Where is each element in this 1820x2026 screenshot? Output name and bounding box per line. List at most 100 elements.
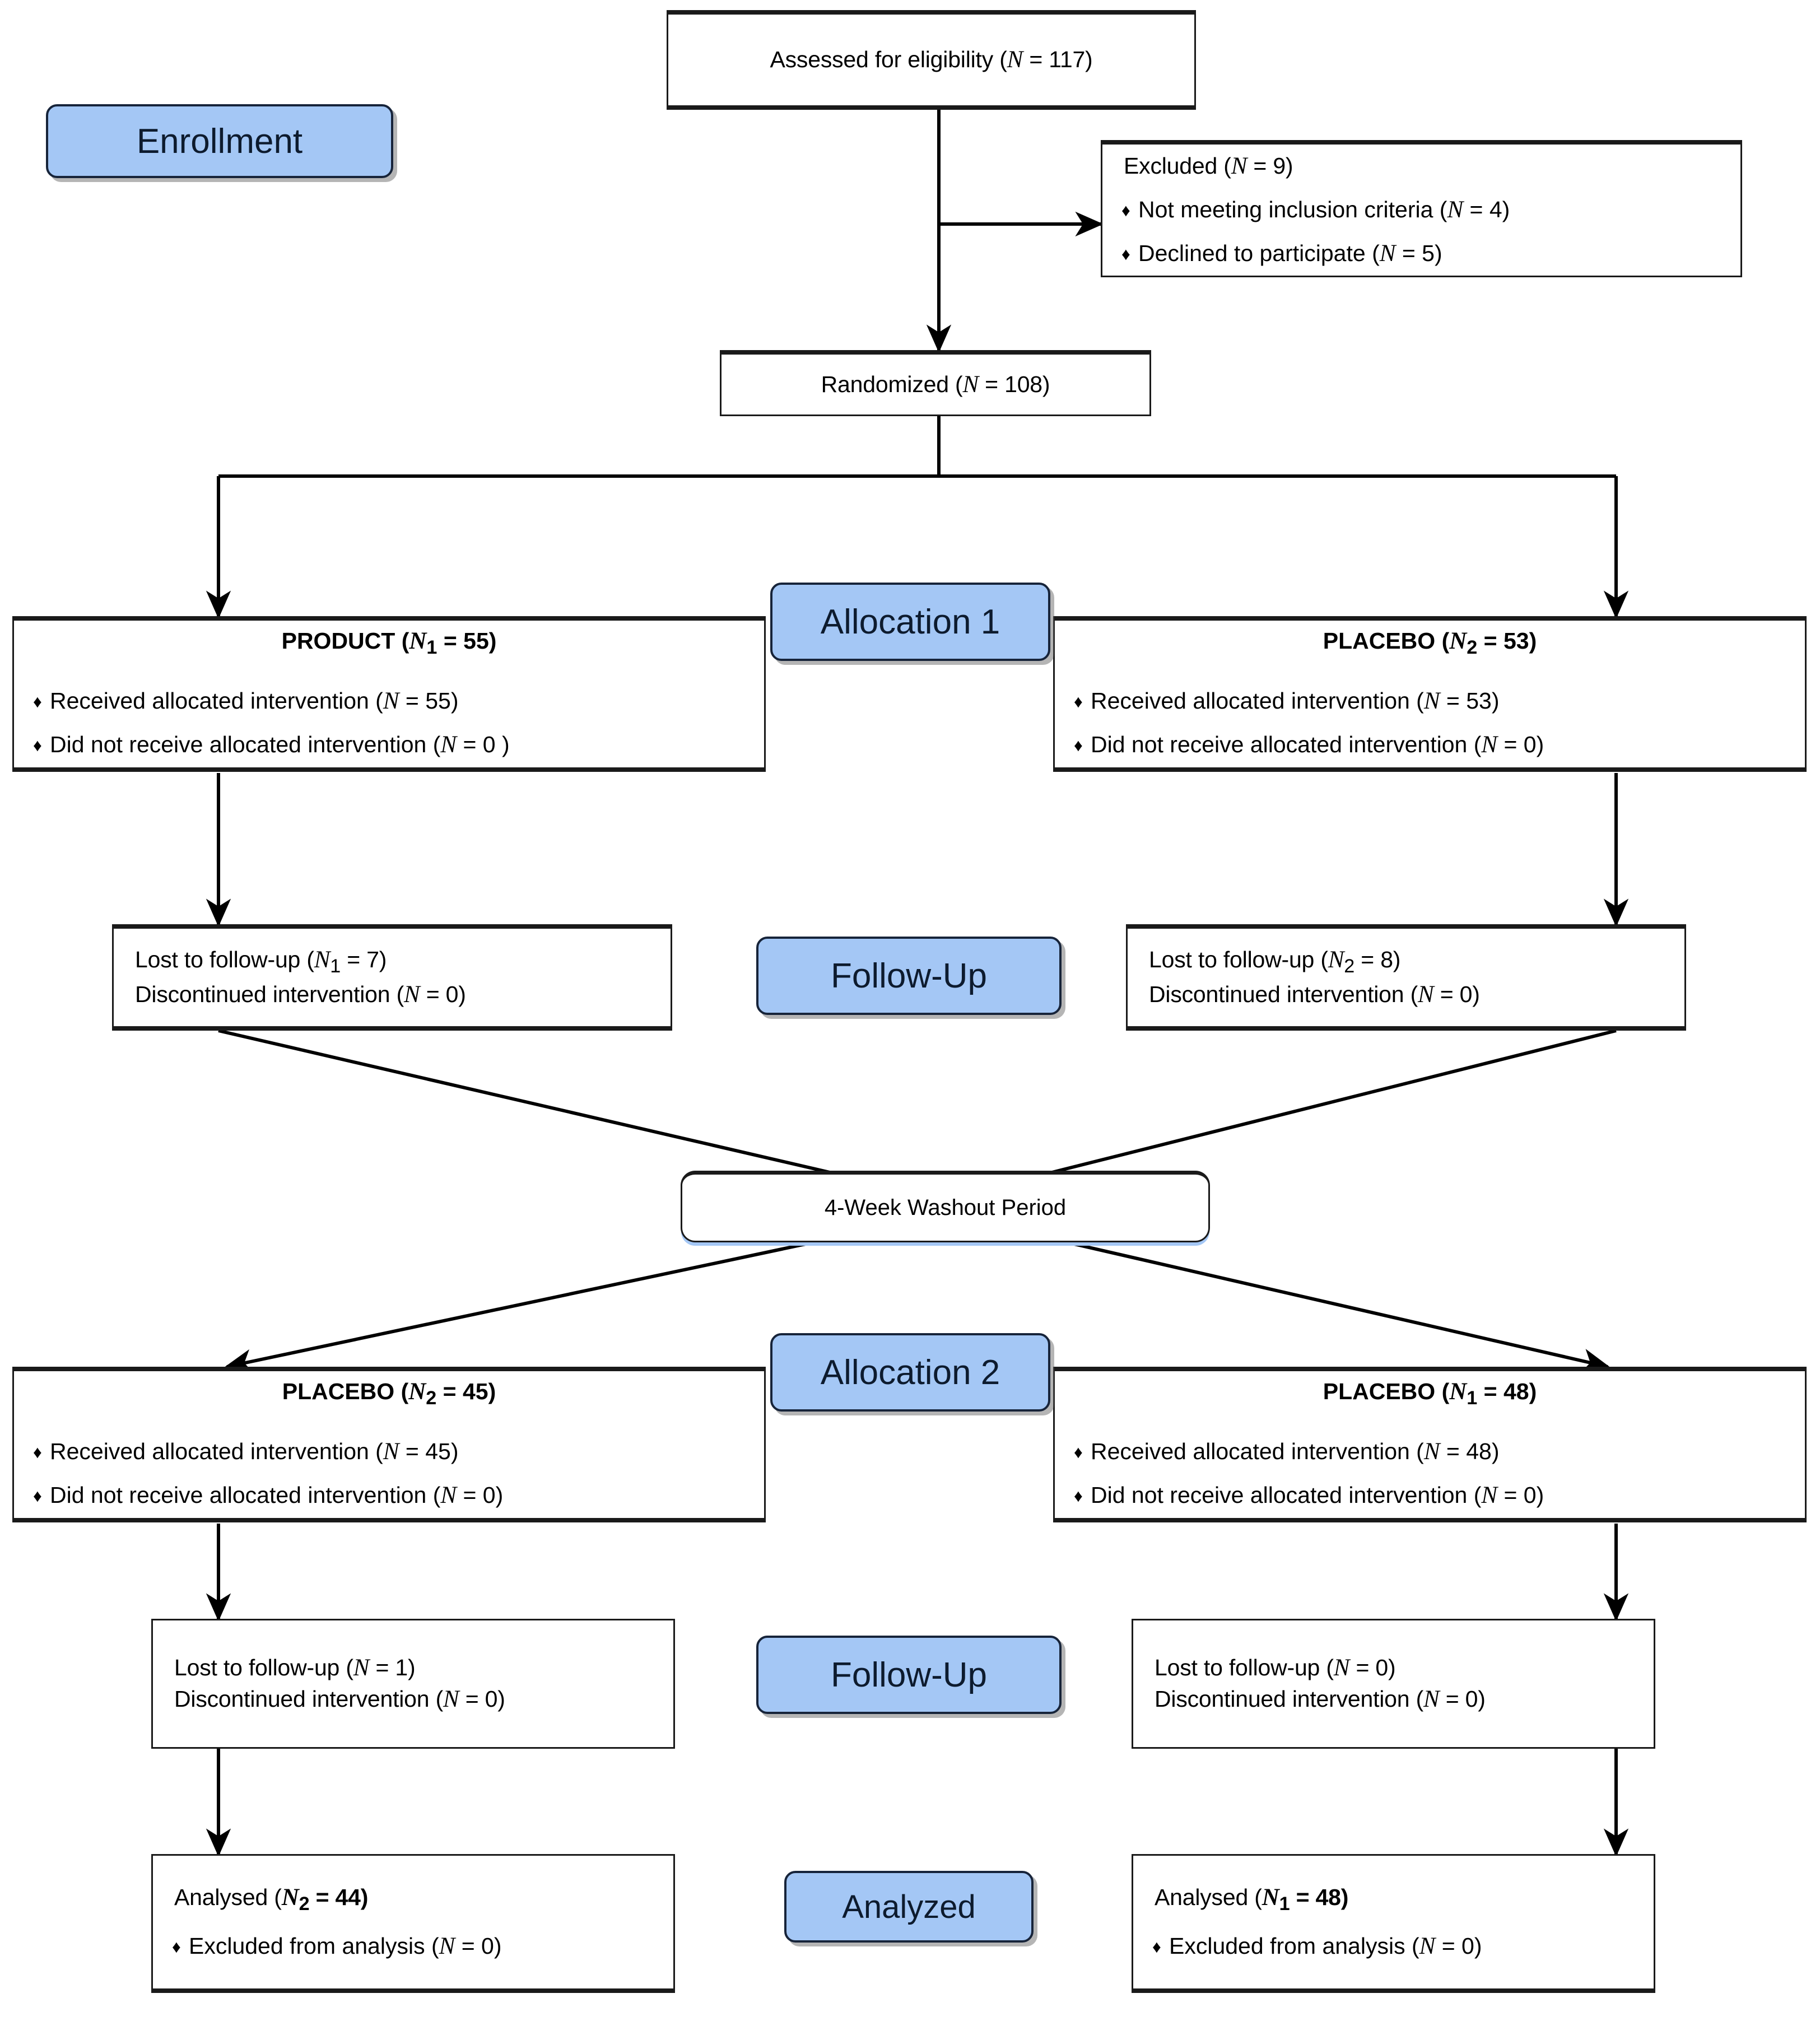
- alloc1-left-title-n: N: [409, 628, 427, 655]
- alloc2-left-item-tail: = 45): [399, 1438, 459, 1465]
- fu1-right-disc-n: N: [1418, 981, 1434, 1008]
- alloc2-right-item-tail: = 0): [1497, 1482, 1544, 1508]
- assessed-for-eligibility-text: Assessed for eligibility (N = 117): [668, 44, 1194, 76]
- followup2-right-lost: Lost to follow-up (N = 0): [1133, 1652, 1654, 1684]
- fu1-left-disc-n: N: [404, 981, 420, 1008]
- allocation2-right-item: ♦ Did not receive allocated intervention …: [1055, 1480, 1805, 1511]
- alloc2-right-item-tail: = 48): [1440, 1438, 1500, 1465]
- stage-badge-analyzed: Analyzed: [784, 1871, 1034, 1943]
- alloc1-left-item-tail: = 55): [399, 688, 459, 714]
- fu1-right-lost-pre: Lost to follow-up (: [1149, 947, 1328, 973]
- alloc2-left-title-sub: 2: [426, 1387, 437, 1409]
- diamond-bullet-icon: ♦: [172, 1937, 181, 1957]
- alloc2-right-item-label: Did not receive allocated intervention (: [1091, 1482, 1482, 1508]
- alloc1-right-title-n: N: [1449, 628, 1467, 655]
- alloc2-left-title-pre: PLACEBO (: [282, 1378, 409, 1405]
- alloc1-right-item-label: Received allocated intervention (: [1091, 688, 1424, 714]
- diamond-bullet-icon: ♦: [1152, 1937, 1161, 1957]
- allocation1-left-box: PRODUCT (N1 = 55) ♦Received allocated in…: [12, 616, 766, 772]
- fu2-right-lost-pre: Lost to follow-up (: [1155, 1655, 1334, 1681]
- followup2-right-box: Lost to follow-up (N = 0) Discontinued i…: [1132, 1619, 1655, 1749]
- allocation1-right-item: ♦Received allocated intervention (N = 53…: [1055, 686, 1805, 717]
- diamond-bullet-icon: ♦: [1074, 735, 1083, 756]
- alloc2-right-item-label: Received allocated intervention (: [1091, 1438, 1424, 1465]
- randomized-text-pre: Randomized (: [821, 371, 963, 397]
- diamond-bullet-icon: ♦: [1074, 1442, 1083, 1463]
- allocation1-right-box: PLACEBO (N2 = 53) ♦Received allocated in…: [1053, 616, 1807, 772]
- fu1-right-lost-n: N: [1328, 947, 1344, 974]
- diamond-bullet-icon: ♦: [33, 692, 42, 712]
- fu2-left-lost-pre: Lost to follow-up (: [174, 1655, 353, 1681]
- fu2-left-disc-pre: Discontinued intervention (: [174, 1686, 444, 1712]
- analysed-right-heading: Analysed (N1 = 48): [1133, 1882, 1654, 1917]
- fu1-left-disc-pre: Discontinued intervention (: [135, 981, 404, 1007]
- analysed-left-item-n: N: [439, 1933, 455, 1960]
- fu2-right-lost-post: = 0): [1349, 1655, 1396, 1681]
- alloc1-left-item-label: Received allocated intervention (: [50, 688, 383, 714]
- stage-badge-allocation-2-label: Allocation 2: [820, 1353, 1000, 1392]
- fu1-right-lost-post: = 8): [1354, 947, 1401, 973]
- alloc2-left-item-n: N: [383, 1438, 399, 1465]
- followup2-left-disc: Discontinued intervention (N = 0): [153, 1684, 673, 1715]
- allocation1-right-title: PLACEBO (N2 = 53): [1055, 627, 1805, 659]
- alloc1-left-title-pre: PRODUCT (: [281, 628, 409, 654]
- analysed-right-head-post: = 48): [1290, 1884, 1349, 1910]
- randomized-text-post: = 108): [978, 371, 1050, 397]
- excluded-item-label: Declined to participate (: [1138, 240, 1380, 266]
- stage-badge-enrollment-label: Enrollment: [136, 122, 303, 161]
- analysed-right-head-sub: 1: [1279, 1893, 1290, 1915]
- allocation2-right-box: PLACEBO (N1 = 48) ♦ Received allocated in…: [1053, 1367, 1807, 1522]
- washout-period-label: 4-Week Washout Period: [824, 1195, 1067, 1220]
- stage-badge-follow-up-1-label: Follow-Up: [830, 956, 988, 995]
- excluded-item-n: N: [1379, 240, 1396, 267]
- alloc2-right-title-post: = 48): [1477, 1378, 1537, 1405]
- alloc2-left-item-n: N: [440, 1482, 457, 1509]
- fu2-right-disc-pre: Discontinued intervention (: [1155, 1686, 1424, 1712]
- stage-badge-analyzed-label: Analyzed: [842, 1888, 976, 1925]
- followup1-left-box: Lost to follow-up (N1 = 7) Discontinued …: [112, 924, 672, 1031]
- followup1-left-disc: Discontinued intervention (N = 0): [114, 979, 671, 1010]
- analysed-left-box: Analysed (N2 = 44) ♦Excluded from analys…: [151, 1854, 675, 1993]
- analysed-left-heading: Analysed (N2 = 44): [153, 1882, 673, 1917]
- alloc1-left-item-label: Did not receive allocated intervention (: [50, 732, 441, 758]
- analysed-left-item-tail: = 0): [455, 1933, 502, 1959]
- assessed-text-post: = 117): [1023, 46, 1093, 73]
- alloc1-right-title-post: = 53): [1477, 628, 1537, 654]
- diamond-bullet-icon: ♦: [1074, 1486, 1083, 1506]
- allocation1-left-title: PRODUCT (N1 = 55): [14, 627, 764, 659]
- excluded-heading-n: N: [1231, 153, 1248, 180]
- alloc2-right-title-n: N: [1449, 1378, 1467, 1405]
- analysed-left-head-sub: 2: [299, 1893, 310, 1915]
- fu2-left-disc-n: N: [443, 1686, 459, 1712]
- analysed-left-head-pre: Analysed (: [174, 1884, 282, 1910]
- stage-badge-follow-up-2-label: Follow-Up: [830, 1655, 988, 1694]
- stage-badge-follow-up-2: Follow-Up: [756, 1636, 1062, 1714]
- allocation1-left-item: ♦Did not receive allocated intervention …: [14, 729, 764, 761]
- alloc2-right-title-sub: 1: [1467, 1387, 1478, 1409]
- alloc1-left-title-sub: 1: [426, 637, 437, 659]
- alloc1-right-item-tail: = 53): [1440, 688, 1500, 714]
- alloc2-right-item-n: N: [1481, 1482, 1498, 1509]
- analysed-left-item: ♦Excluded from analysis (N = 0): [153, 1931, 673, 1962]
- alloc2-left-item-label: Did not receive allocated intervention (: [50, 1482, 441, 1508]
- alloc1-right-item-label: Did not receive allocated intervention (: [1091, 732, 1482, 758]
- randomized-n-symbol: N: [962, 371, 979, 398]
- fu1-left-lost-post: = 7): [341, 947, 387, 973]
- excluded-heading-post: = 9): [1247, 153, 1293, 179]
- alloc1-left-item-n: N: [383, 688, 399, 715]
- allocation2-right-item: ♦Received allocated intervention (N = 48…: [1055, 1436, 1805, 1468]
- fu1-left-lost-n: N: [314, 947, 331, 974]
- stage-badge-allocation-1-label: Allocation 1: [820, 602, 1000, 641]
- allocation2-left-item: ♦Did not receive allocated intervention …: [14, 1480, 764, 1511]
- alloc1-right-item-n: N: [1481, 732, 1498, 758]
- randomized-box: Randomized (N = 108): [720, 350, 1151, 416]
- randomized-text: Randomized (N = 108): [722, 369, 1149, 400]
- followup2-left-box: Lost to follow-up (N = 1) Discontinued i…: [151, 1619, 675, 1749]
- excluded-heading-pre: Excluded (: [1124, 153, 1231, 179]
- allocation2-right-title: PLACEBO (N1 = 48): [1055, 1378, 1805, 1409]
- analysed-right-item-n: N: [1419, 1933, 1436, 1960]
- assessed-n-symbol: N: [1007, 46, 1023, 73]
- allocation1-right-item: ♦ Did not receive allocated intervention …: [1055, 729, 1805, 761]
- allocation1-left-item: ♦ Received allocated intervention (N = 55…: [14, 686, 764, 717]
